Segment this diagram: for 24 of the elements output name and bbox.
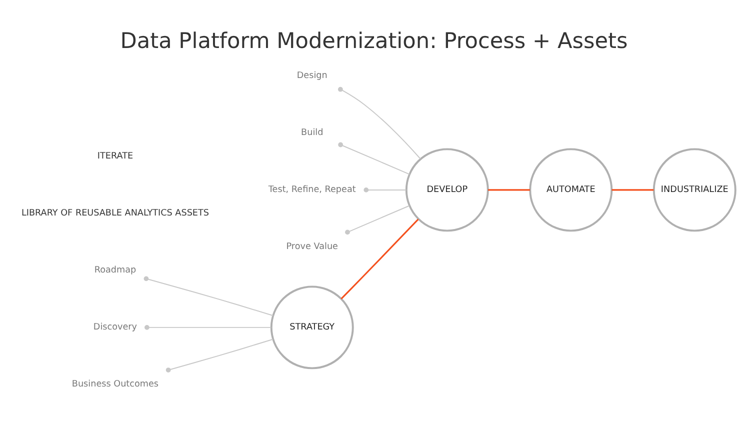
connector [338, 142, 410, 174]
node-text: Business Outcomes [72, 379, 159, 390]
label: LIBRARY OF REUSABLE ANALYTICS ASSETS [21, 208, 210, 218]
connector [144, 324, 272, 330]
node-text: Discovery [93, 322, 138, 332]
node-text: Prove Value [286, 242, 338, 252]
label: ITERATE [97, 151, 134, 162]
node-text: Build [301, 128, 324, 138]
connector [340, 218, 419, 299]
connector [364, 187, 407, 192]
connector [338, 86, 421, 159]
node-text: Roadmap [94, 265, 136, 276]
connector [345, 204, 410, 234]
connector [488, 188, 530, 190]
node-circle: AUTOMATE [529, 148, 613, 232]
node-text: Test, Refine, Repeat [268, 184, 356, 195]
connector [612, 188, 654, 190]
diagram-title: Data Platform Modernization: Process + Assets [120, 28, 628, 54]
connector [144, 276, 274, 316]
node-circle: DEVELOP [405, 148, 489, 232]
node-text: Design [296, 70, 328, 81]
node-circle: STRATEGY [270, 285, 354, 369]
node-circle: INDUSTRIALIZE [652, 148, 736, 232]
connector [166, 338, 274, 372]
